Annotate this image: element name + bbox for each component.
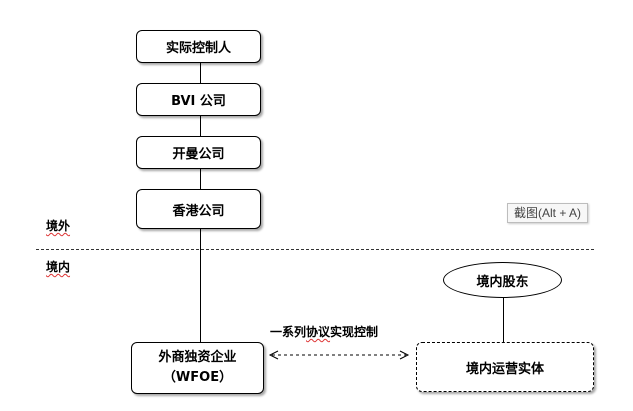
node-actual-controller-label: 实际控制人 [165, 41, 231, 56]
connector-hk-wfoe [200, 229, 201, 342]
connector-bvi-cayman [200, 116, 201, 138]
node-bvi-company: BVI 公司 [136, 83, 261, 116]
node-wfoe-label-line1: 外商独资企业 [158, 350, 237, 365]
contract-arrow-label-suffix: 实现控制 [330, 325, 379, 339]
node-cayman-company-label: 开曼公司 [172, 147, 225, 162]
node-hongkong-company-label: 香港公司 [172, 203, 225, 219]
region-label-offshore: 境外 [46, 219, 71, 233]
contract-arrow-label: 一系列协议实现控制 [270, 323, 378, 340]
connector-cayman-hk [200, 169, 201, 191]
contract-arrow-label-prefix: 一系列 [270, 325, 307, 339]
border-divider [36, 249, 594, 250]
node-domestic-shareholder-label: 境内股东 [476, 274, 529, 290]
node-actual-controller: 实际控制人 [136, 30, 261, 63]
node-wfoe: 外商独资企业 （WFOE） [131, 342, 264, 394]
contract-arrow-label-underlined: 协议 [306, 325, 331, 339]
node-domestic-operating-entity: 境内运营实体 [416, 342, 594, 392]
connector-controller-bvi [200, 63, 201, 85]
connector-shareholder-entity [503, 297, 504, 342]
node-cayman-company: 开曼公司 [136, 136, 261, 169]
region-label-onshore: 境内 [46, 260, 71, 274]
screenshot-tooltip: 截图(Alt + A) [507, 203, 589, 223]
node-bvi-company-label: BVI 公司 [171, 94, 226, 109]
node-hongkong-company: 香港公司 [136, 189, 261, 229]
node-wfoe-label-line2: （WFOE） [162, 370, 233, 385]
node-domestic-operating-entity-label: 境内运营实体 [465, 361, 544, 377]
node-domestic-shareholder: 境内股东 [443, 262, 562, 298]
